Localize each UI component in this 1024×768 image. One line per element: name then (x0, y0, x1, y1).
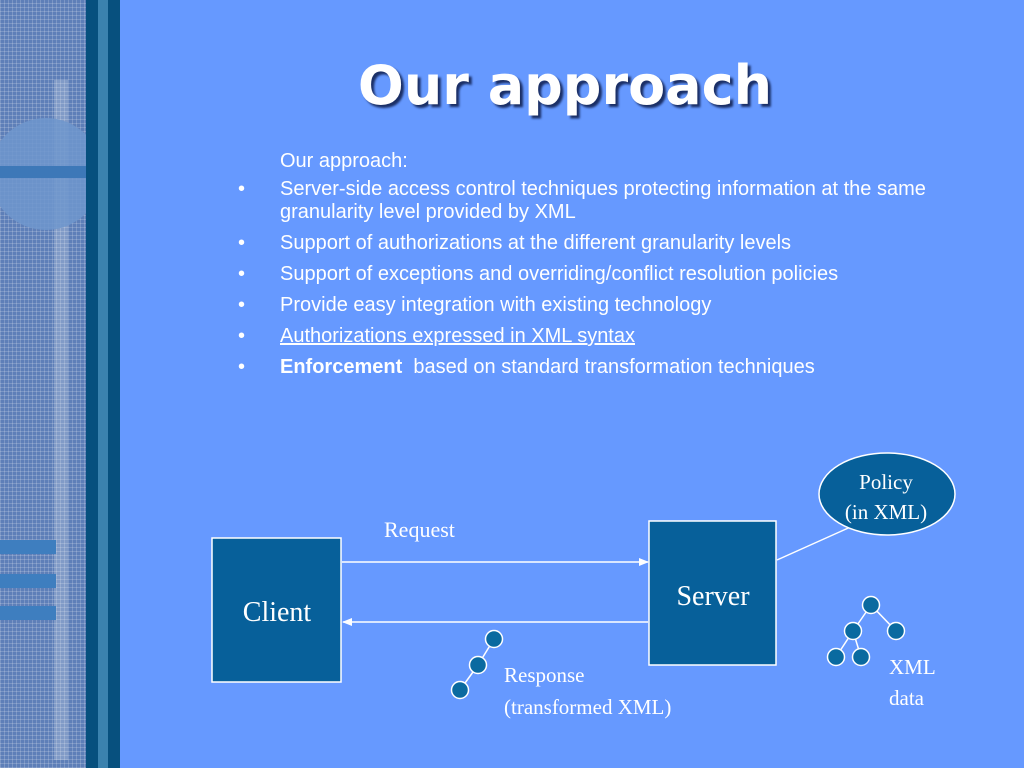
response-fragment-icon (450, 629, 504, 700)
xml-data-label: XML (889, 655, 936, 679)
response-sublabel: (transformed XML) (504, 695, 671, 719)
intro-text: Our approach: (280, 150, 408, 172)
policy-sublabel: (in XML) (845, 500, 927, 524)
bullet-text: Provide easy integration with existing t… (280, 294, 712, 316)
list-item: • Support of exceptions and overriding/co… (238, 263, 958, 286)
policy-ellipse (818, 452, 956, 536)
list-item: • Server-side access control techniques p… (238, 178, 958, 224)
server-box (648, 520, 777, 666)
bullet-icon: • (238, 263, 246, 285)
xml-tree-icon (826, 595, 906, 667)
xml-data-sublabel: data (889, 686, 925, 710)
bullet-icon: • (238, 178, 246, 200)
list-item: • Provide easy integration with existing … (238, 294, 958, 317)
client-label: Client (243, 597, 312, 628)
bullet-icon: • (238, 325, 246, 347)
list-item: • Support of authorizations at the differ… (238, 232, 958, 255)
decorative-side-band (0, 0, 120, 768)
policy-connector (776, 524, 856, 561)
bullet-text: based on standard transformation techniq… (413, 356, 815, 378)
list-item: • Enforcement based on standard transform… (238, 356, 958, 379)
bullet-icon: • (238, 294, 246, 316)
bullet-text: Support of exceptions and overriding/con… (280, 263, 839, 285)
request-label: Request (384, 517, 455, 542)
client-box (211, 537, 342, 683)
list-item: • Authorizations expressed in XML syntax (238, 325, 958, 348)
bullet-icon: • (238, 232, 246, 254)
bullet-text: Support of authorizations at the differe… (280, 232, 792, 254)
response-label: Response (504, 663, 585, 687)
bullet-text: Server-side access control techniques pr… (280, 178, 926, 223)
slide-title: Our approach (357, 54, 773, 117)
policy-label: Policy (859, 470, 913, 494)
bullet-list: • Server-side access control techniques p… (238, 178, 958, 387)
bullet-icon: • (238, 356, 246, 378)
xml-syntax-link[interactable]: Authorizations expressed in XML syntax (280, 325, 635, 347)
bullet-bold-text: Enforcement (280, 356, 403, 378)
server-label: Server (676, 581, 750, 612)
